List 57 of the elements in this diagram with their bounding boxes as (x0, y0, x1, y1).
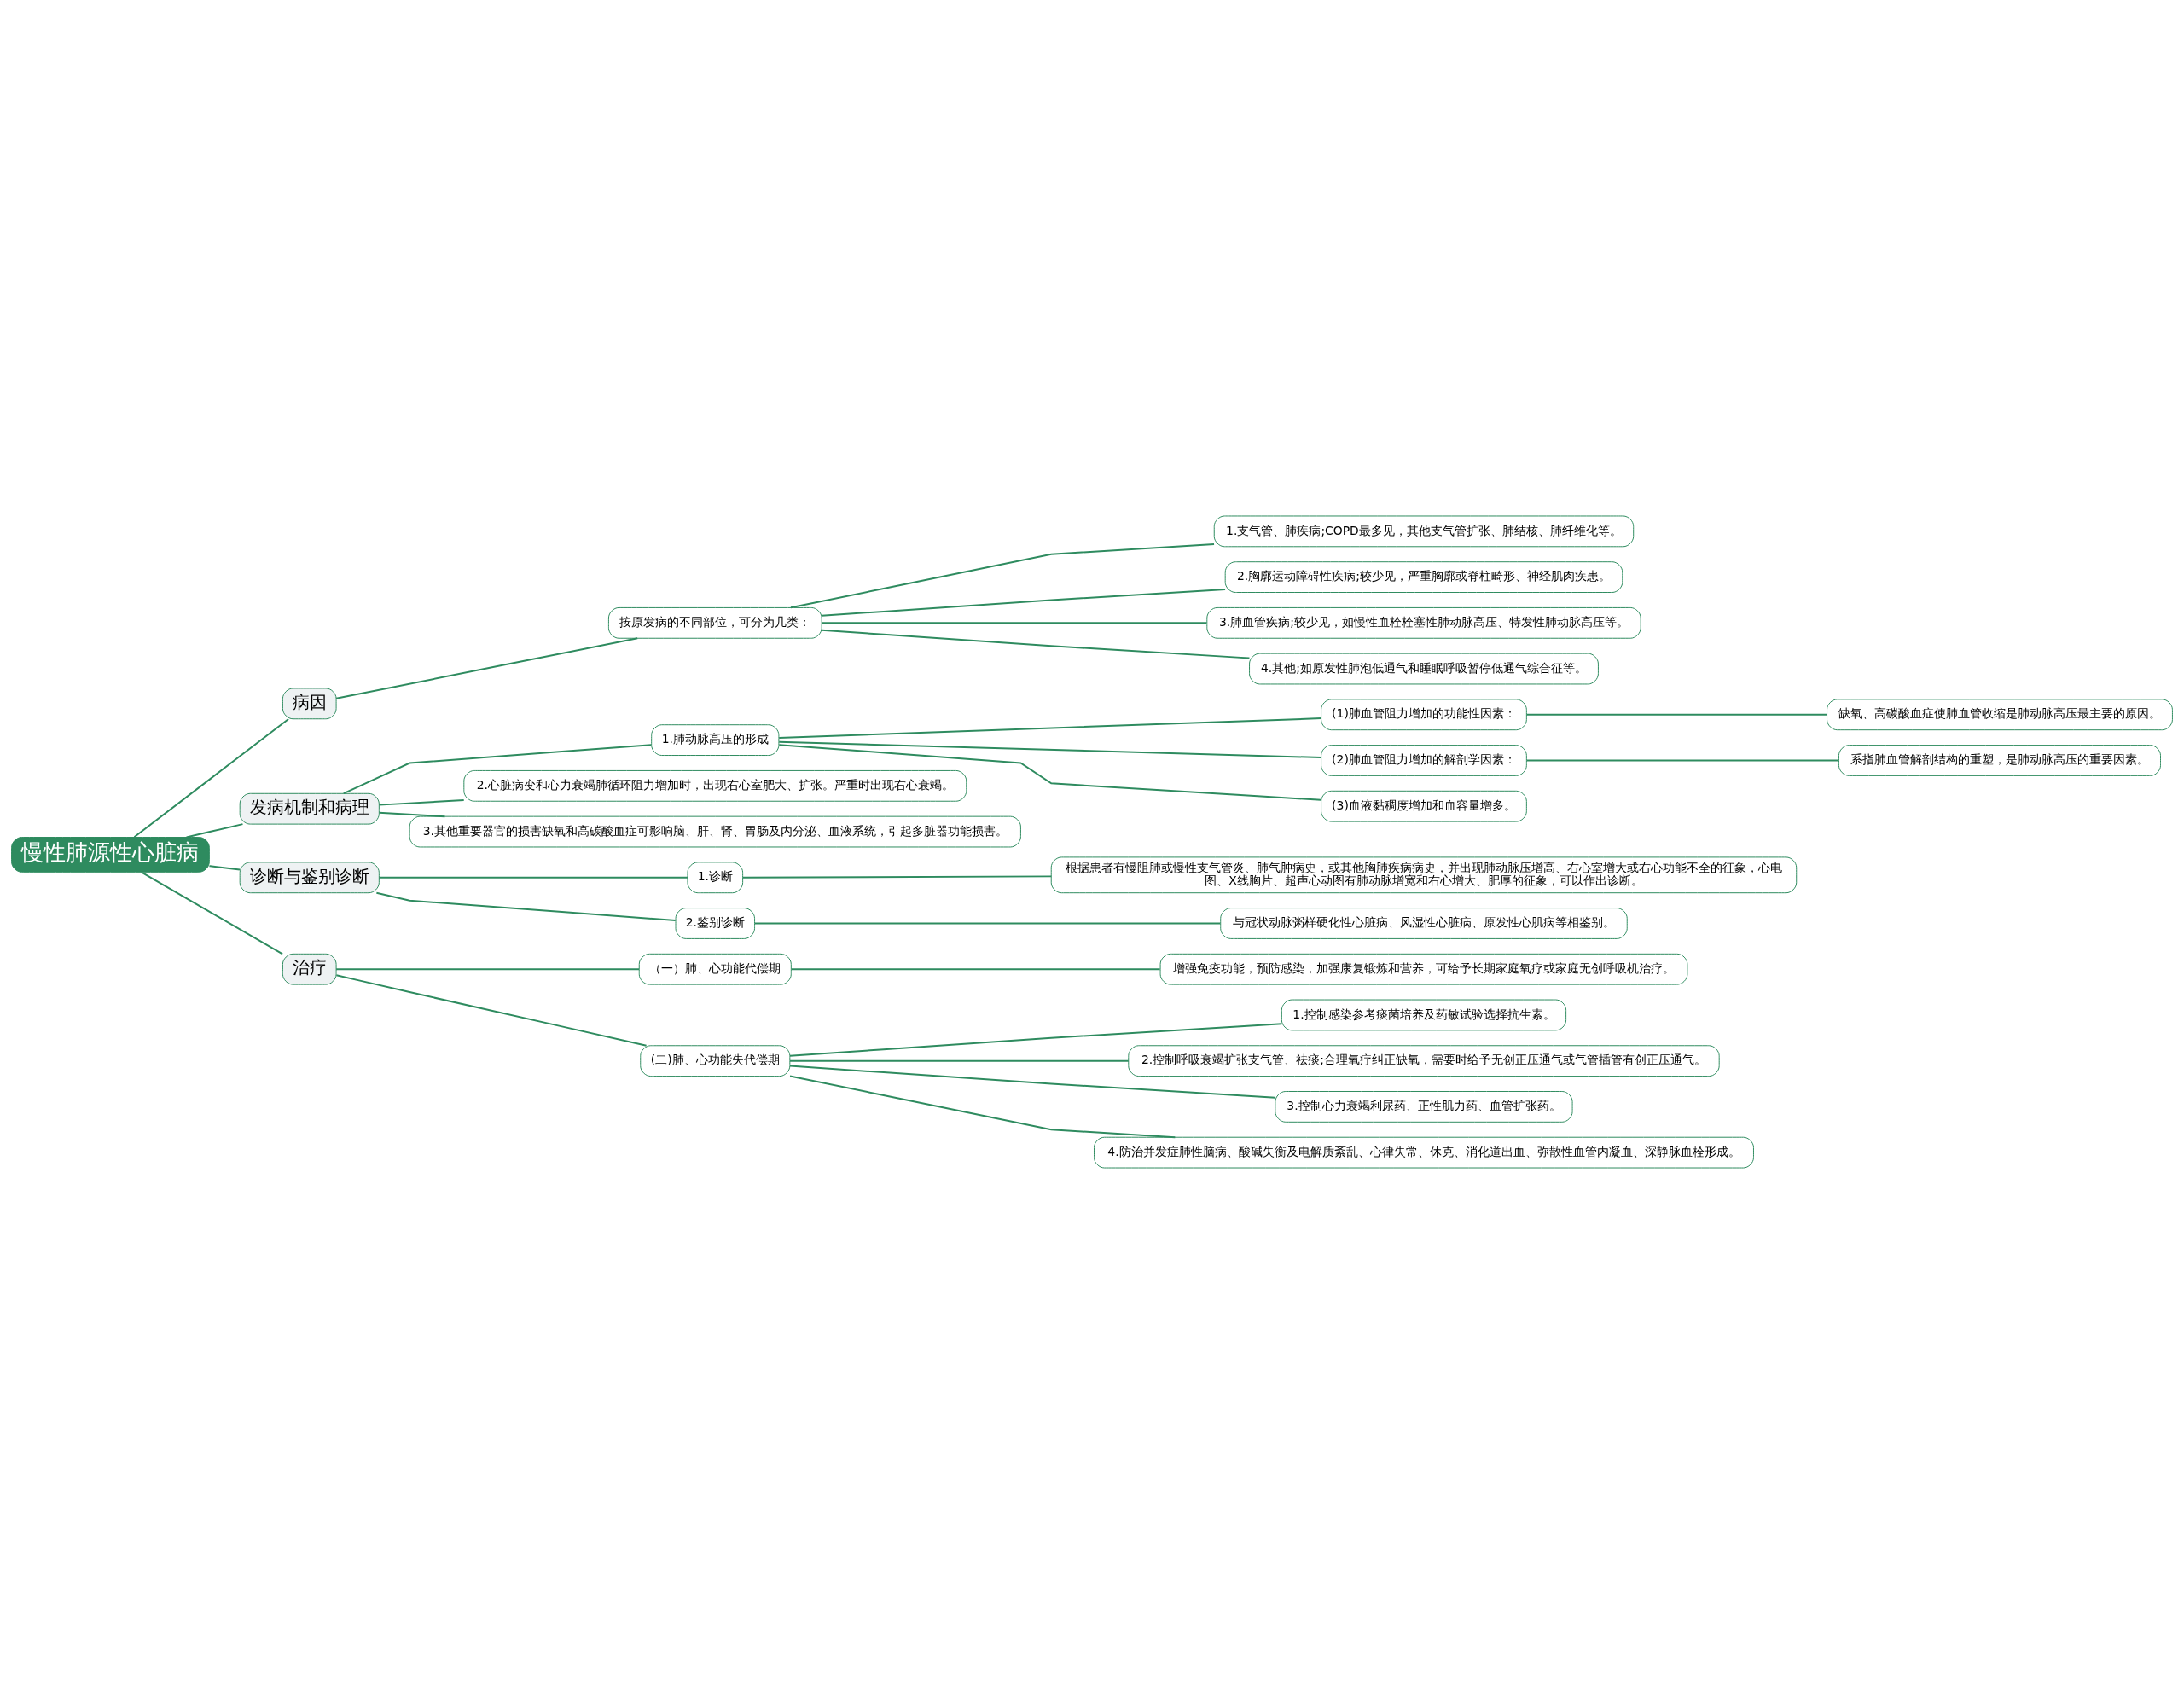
node-box: (二)肺、心功能失代偿期 (640, 1044, 791, 1077)
connector (1525, 713, 1828, 716)
node-box: 诊断与鉴别诊断 (239, 861, 380, 893)
connector (789, 1059, 1130, 1062)
node-box: 1.肺动脉高压的形成 (651, 723, 780, 756)
node-box: 2.心脏病变和心力衰竭肺循环阻力增加时，出现右心室肥大、扩张。严重时出现右心衰竭。 (463, 769, 967, 802)
node-box: 病因 (282, 687, 337, 719)
connector (790, 543, 1216, 608)
connector (821, 629, 1251, 659)
node-box: 缺氧、高碳酸血症使肺血管收缩是肺动脉高压最主要的原因。 (1827, 698, 2173, 730)
connector (741, 874, 1053, 879)
connector (335, 973, 648, 1047)
node-box: (1)肺血管阻力增加的功能性因素： (1321, 698, 1527, 730)
node-box: 2.鉴别诊断 (675, 907, 756, 939)
node-box: 4.其他;如原发性肺泡低通气和睡眠呼吸暂停低通气综合征等。 (1249, 653, 1599, 684)
node-box: 发病机制和病理 (239, 792, 380, 825)
node-box: 系指肺血管解剖结构的重塑，是肺动脉高压的重要因素。 (1838, 744, 2161, 776)
connector (378, 798, 465, 806)
connector (821, 621, 1208, 624)
node-box: 按原发病的不同部位，可分为几类： (607, 606, 822, 639)
node-box: 增强免疫功能，预防感染，加强康复锻炼和营养，可给予长期家庭氧疗或家庭无创呼吸机治疗。 (1159, 953, 1688, 985)
connector (378, 876, 688, 879)
node-box: （一）肺、心功能代偿期 (638, 953, 792, 985)
node-box: 慢性肺源性心脏病 (11, 836, 210, 873)
connector (208, 864, 241, 870)
connector (821, 588, 1227, 617)
node-box: 1.支气管、肺疾病;COPD最多见，其他支气管扩张、肺结核、肺纤维化等。 (1213, 515, 1635, 547)
connector (789, 1074, 1176, 1138)
node-box: 2.控制呼吸衰竭扩张支气管、祛痰;合理氧疗纠正缺氧，需要时给予无创正压通气或气管插管有创正压通气。 (1128, 1044, 1720, 1077)
connector (1525, 759, 1840, 761)
node-box: 3.肺血管疾病;较少见，如慢性血栓栓塞性肺动脉高压、特发性肺动脉高压等。 (1206, 606, 1641, 639)
node-box: 1.诊断 (687, 861, 744, 893)
connector (778, 717, 1322, 739)
node-box: (3)血液黏稠度增加和血容量增多。 (1321, 790, 1527, 822)
connector (335, 967, 641, 970)
node-box: (2)肺血管阻力增加的解剖学因素： (1321, 744, 1527, 776)
node-box: 4.防治并发症肺性脑病、酸碱失衡及电解质紊乱、心律失常、休克、消化道出血、弥散性血管内凝血、深静脉血栓形成。 (1094, 1136, 1754, 1168)
connector (778, 743, 1322, 801)
connector (378, 811, 446, 817)
node-box: 根据患者有慢阻肺或慢性支气管炎、肺气肿病史，或其他胸肺疾病病史，并出现肺动脉压增高、右心室增大或右心功能不全的征象，心电图、X线胸片、超声心动图有肺动脉增宽和右心增大、肥厚的征象，可以作出诊断。 (1050, 856, 1798, 893)
connector (335, 636, 639, 699)
connector (753, 922, 1222, 924)
connector (789, 1022, 1283, 1057)
node-box: 3.其他重要器官的损害缺氧和高碳酸血症可影响脑、肝、肾、胃肠及内分泌、血液系统，引起多脏器功能损害。 (409, 815, 1021, 847)
node-box: 2.胸廓运动障碍性疾病;较少见，严重胸廓或脊柱畸形、神经肌肉疾患。 (1224, 560, 1623, 593)
connector (778, 740, 1322, 758)
connector (185, 822, 244, 838)
node-box: 3.控制心力衰竭利尿药、正性肌力药、血管扩张药。 (1275, 1090, 1573, 1123)
connector (133, 717, 290, 838)
connector (375, 891, 677, 921)
node-box: 与冠状动脉粥样硬化性心脏病、风湿性心脏病、原发性心肌病等相鉴别。 (1220, 907, 1628, 939)
connector (140, 870, 284, 955)
node-box: 治疗 (282, 953, 337, 985)
node-box: 1.控制感染参考痰菌培养及药敏试验选择抗生素。 (1281, 999, 1567, 1030)
connector (789, 1065, 1276, 1099)
connector (342, 743, 653, 794)
connector (790, 967, 1161, 970)
